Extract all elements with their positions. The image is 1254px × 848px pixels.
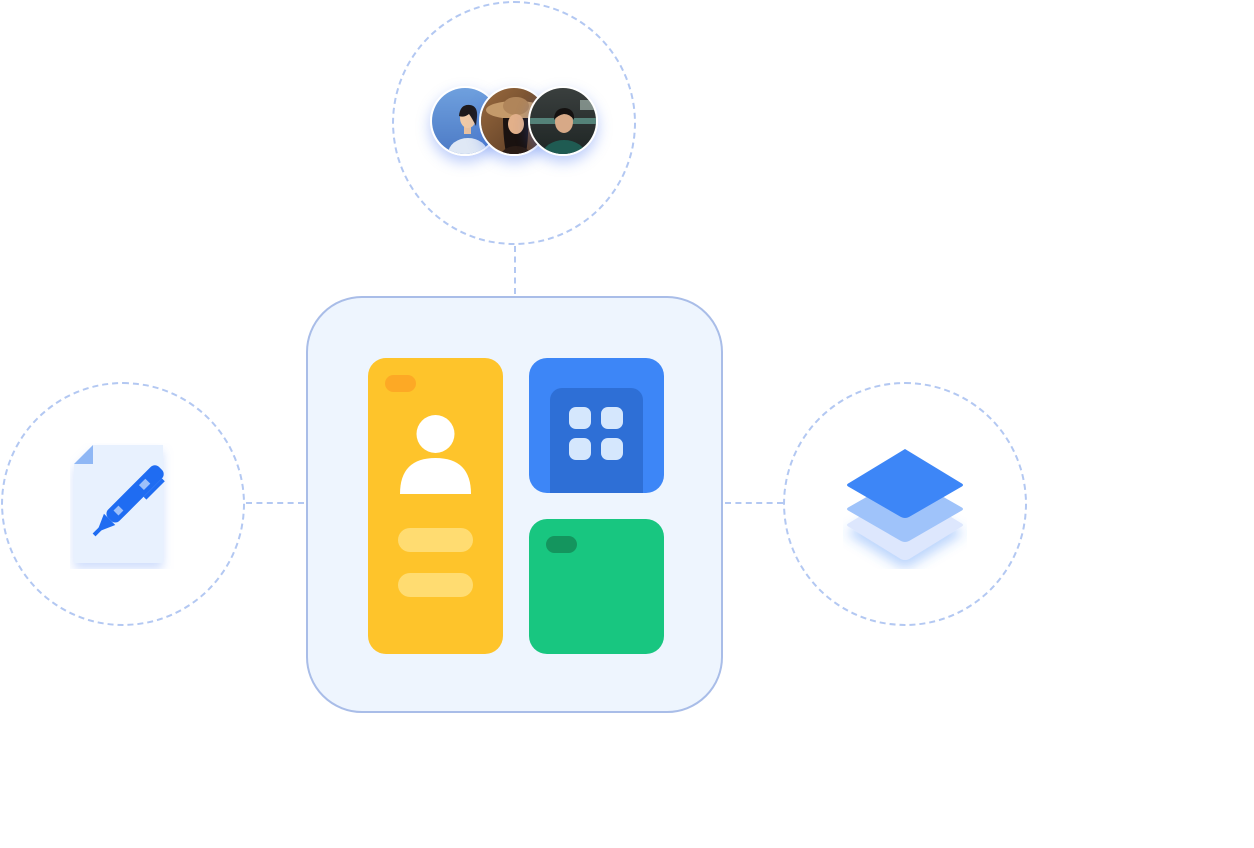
apps-panel: [529, 358, 664, 493]
grid-dot: [569, 438, 591, 460]
satellite-ring-left: [1, 382, 245, 626]
tag-pill: [385, 375, 416, 392]
text-line-placeholder: [398, 528, 473, 552]
text-line-placeholder: [398, 573, 473, 597]
grid-dot: [569, 407, 591, 429]
hub-panel: [306, 296, 723, 713]
apps-grid-icon: [550, 388, 643, 493]
avatar-group: [430, 86, 602, 160]
user-icon: [398, 412, 473, 494]
connector-left: [246, 502, 304, 504]
note-card: [529, 519, 664, 654]
profile-card: [368, 358, 503, 654]
connector-top: [514, 246, 516, 294]
pen-document-icon: [70, 443, 178, 569]
avatar: [528, 86, 598, 156]
tag-pill: [546, 536, 577, 553]
grid-dot: [601, 438, 623, 460]
grid-dot: [601, 407, 623, 429]
satellite-ring-top: [392, 1, 636, 245]
satellite-ring-right: [783, 382, 1027, 626]
connector-right: [725, 502, 783, 504]
layers-icon: [843, 443, 967, 569]
